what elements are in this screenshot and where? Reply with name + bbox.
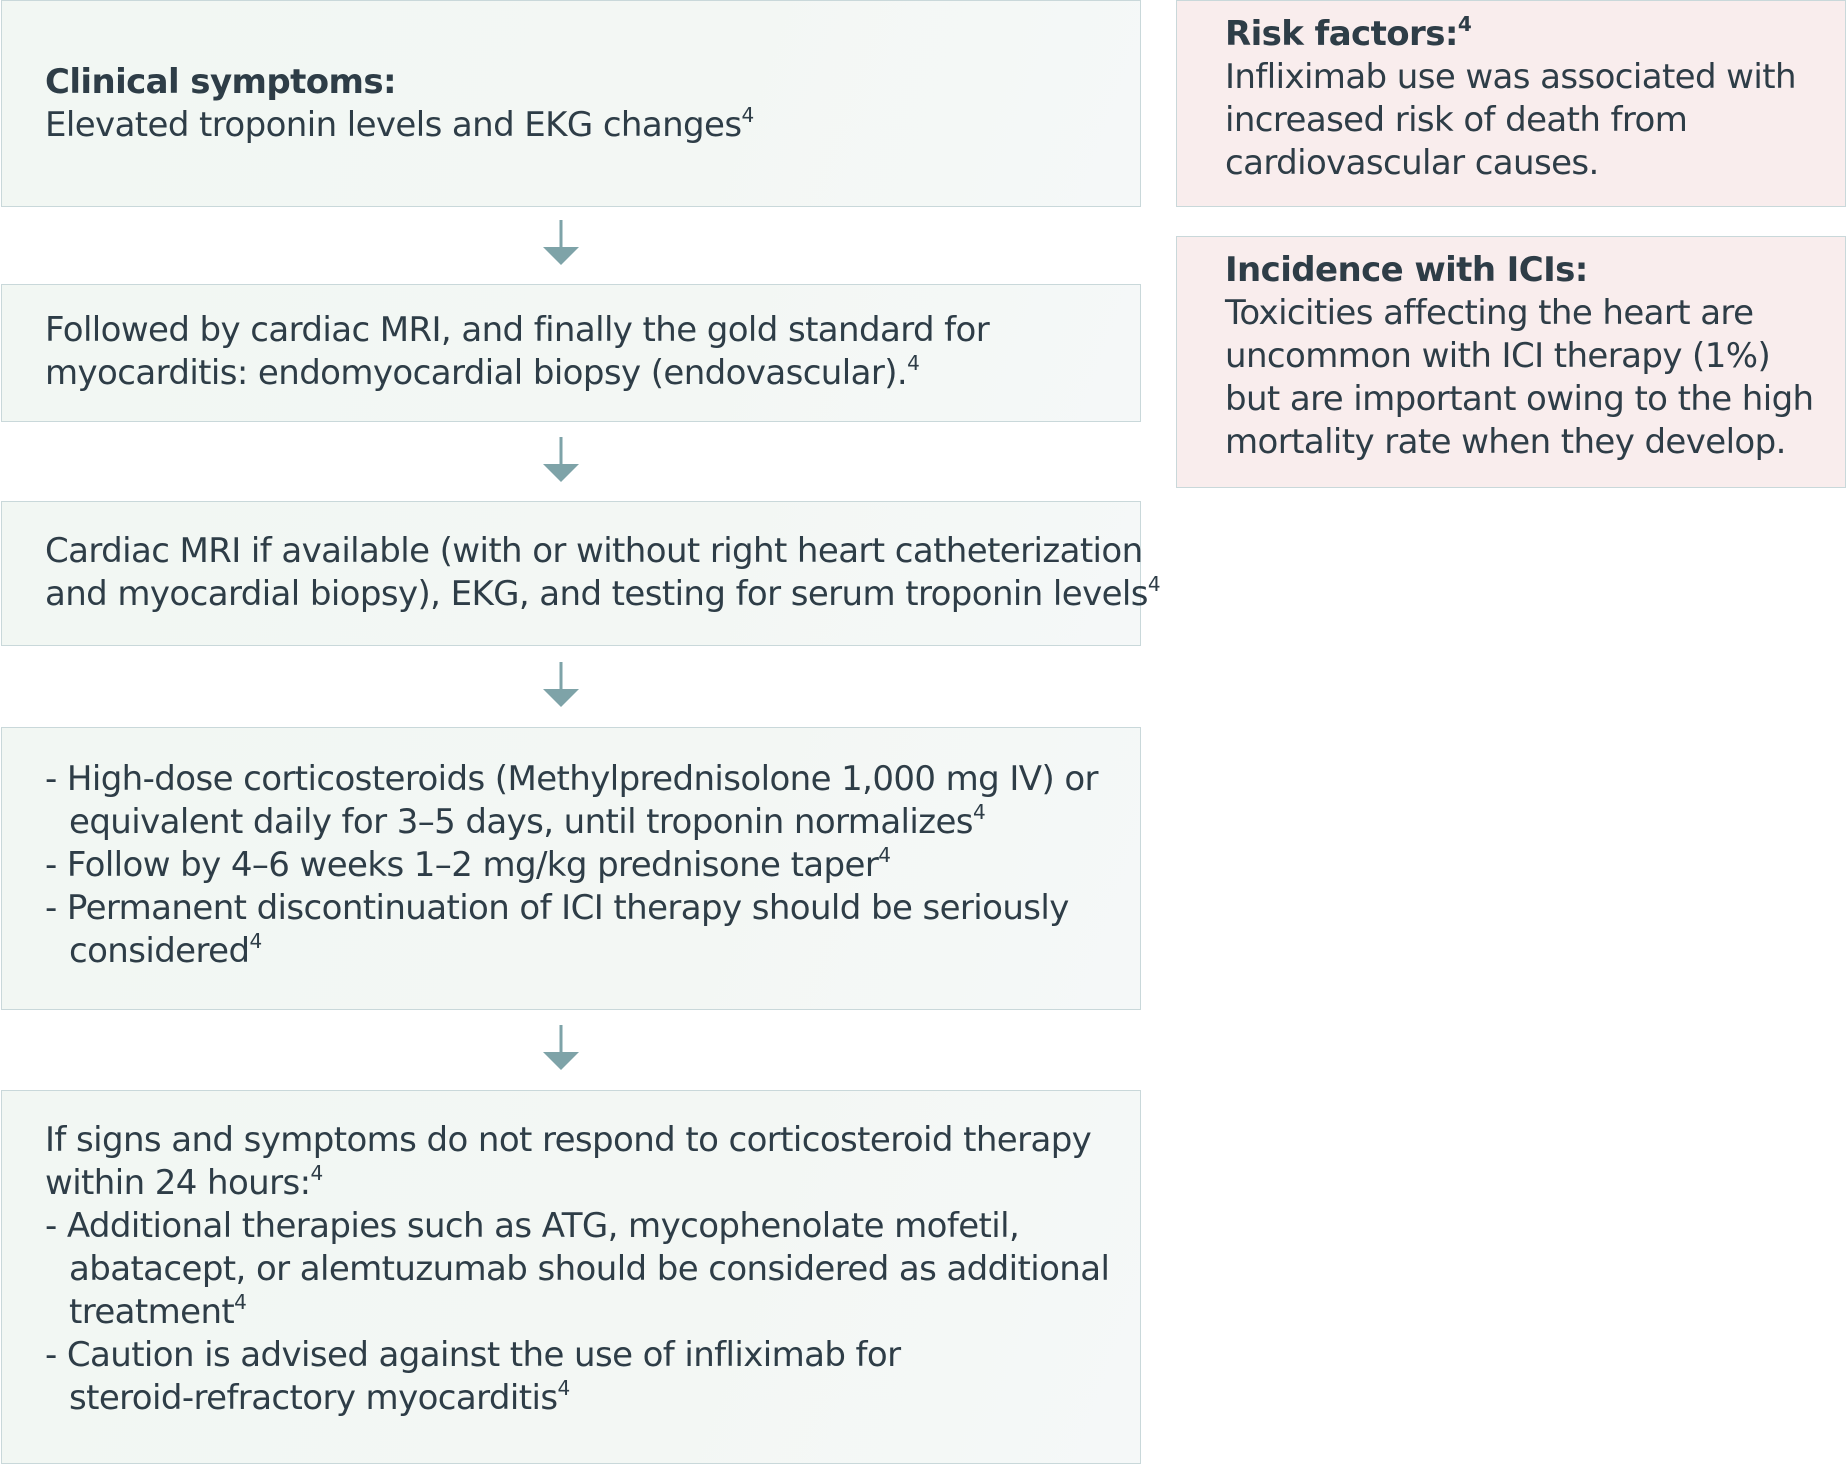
flow-step-steroid-refractory: If signs and symptoms do not respond to … — [1, 1090, 1141, 1464]
down-arrow-icon — [543, 662, 579, 707]
reference-marker: 4 — [907, 351, 920, 375]
list-item: - Permanent discontinuation of ICI thera… — [45, 888, 1069, 971]
reference-marker: 4 — [557, 1376, 571, 1400]
step2-line-1: Followed by cardiac MRI, and finally the… — [45, 310, 990, 350]
list-item: - High-dose corticosteroids (Methylpredn… — [45, 759, 1099, 842]
list-item: - Follow by 4–6 weeks 1–2 mg/kg predniso… — [45, 843, 891, 885]
reference-marker: 4 — [878, 843, 891, 867]
flow-step-corticosteroid-treatment: - High-dose corticosteroids (Methylpredn… — [1, 727, 1141, 1010]
risk-factors-panel: Risk factors:4 Infliximab use was associ… — [1176, 0, 1846, 207]
reference-marker: 4 — [972, 800, 986, 824]
incidence-panel: Incidence with ICIs: Toxicities affectin… — [1176, 236, 1846, 488]
step1-heading: Clinical symptoms: — [45, 62, 397, 102]
reference-marker: 4 — [741, 103, 755, 127]
step3-line-1: Cardiac MRI if available (with or withou… — [45, 531, 1143, 571]
reference-marker: 4 — [310, 1161, 324, 1185]
step2-line-2: myocarditis: endomyocardial biopsy (endo… — [45, 353, 908, 393]
down-arrow-icon — [543, 1025, 579, 1070]
list-item: - Additional therapies such as ATG, myco… — [45, 1206, 1110, 1332]
reference-marker: 4 — [1457, 12, 1472, 36]
step5-intro: If signs and symptoms do not respond to … — [45, 1120, 1092, 1203]
flow-step-cardiac-mri-biopsy: Followed by cardiac MRI, and finally the… — [1, 284, 1141, 422]
step3-line-2: and myocardial biopsy), EKG, and testing… — [45, 574, 1148, 614]
down-arrow-icon — [543, 220, 579, 265]
reference-marker: 4 — [234, 1290, 247, 1314]
step1-text: Elevated troponin levels and EKG changes — [45, 105, 742, 145]
list-item: - Caution is advised against the use of … — [45, 1335, 901, 1418]
reference-marker: 4 — [1147, 572, 1161, 596]
incidence-heading: Incidence with ICIs: — [1225, 250, 1588, 290]
flow-step-clinical-symptoms: Clinical symptoms: Elevated troponin lev… — [1, 0, 1141, 207]
reference-marker: 4 — [249, 929, 263, 953]
flow-step-diagnostic-testing: Cardiac MRI if available (with or withou… — [1, 501, 1161, 646]
risk-factors-heading: Risk factors: — [1225, 14, 1458, 54]
down-arrow-icon — [543, 437, 579, 482]
